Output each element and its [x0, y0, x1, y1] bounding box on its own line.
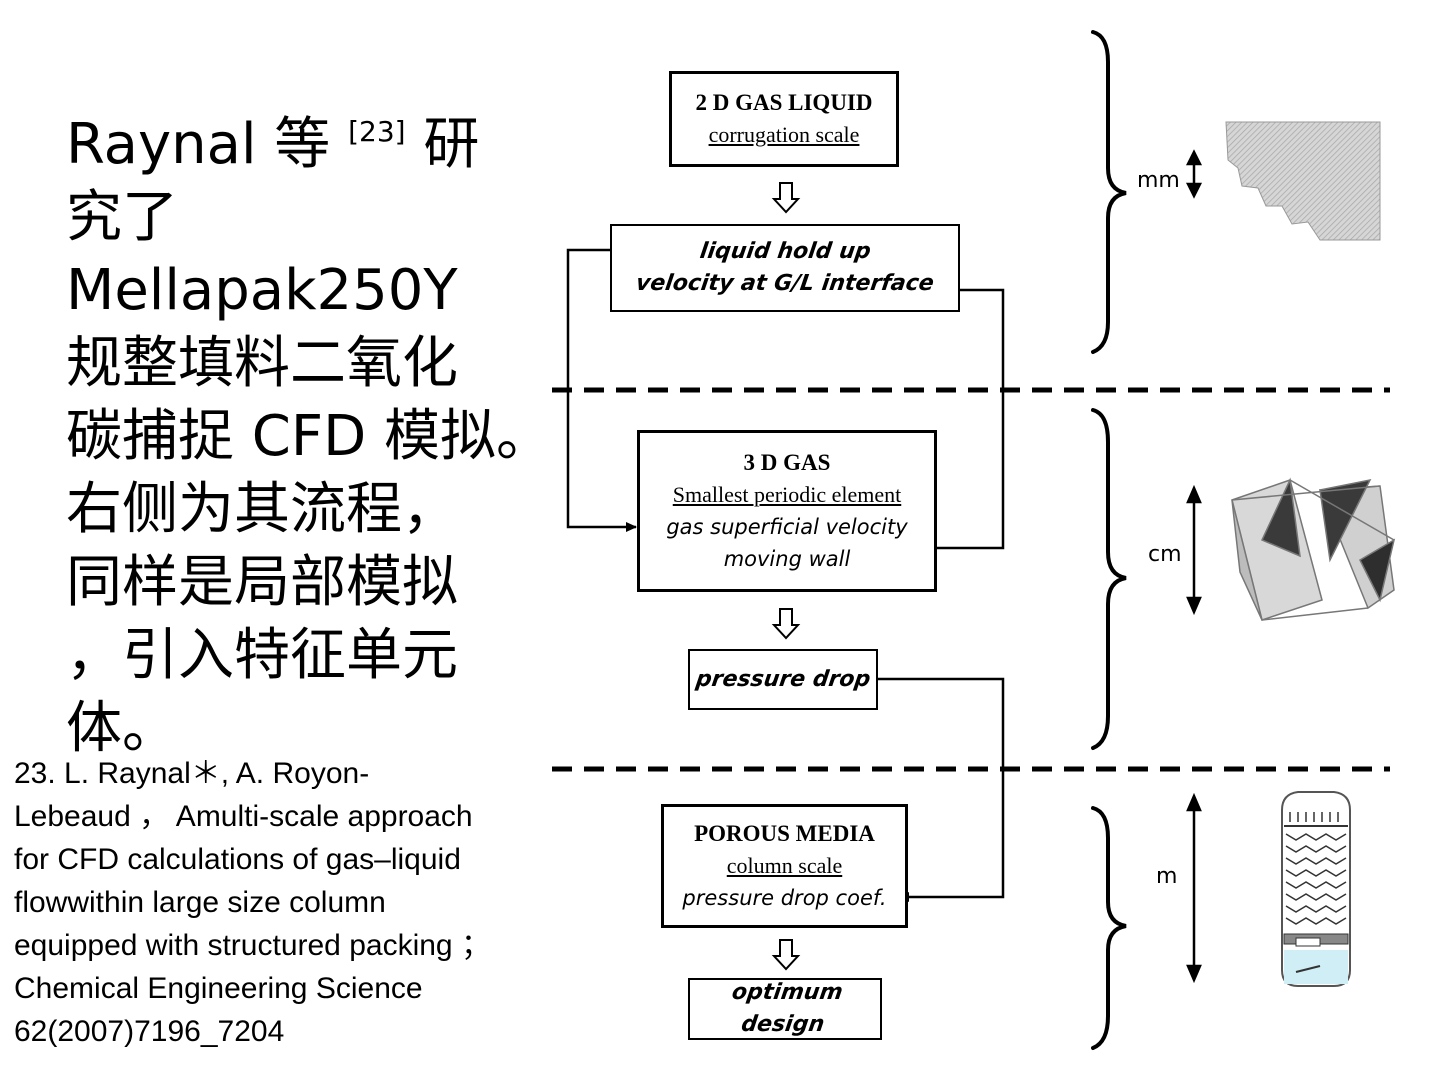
reference-line: Lebeaud ， Amulti-scale approach: [14, 800, 473, 833]
main-line-6: 右侧为其流程，: [66, 477, 458, 542]
scale-label-mm: mm: [1137, 168, 1180, 193]
reference-citation: 23. L. Raynal＊, A. Royon- Lebeaud ， Amul…: [14, 752, 574, 1053]
reference-line: 23. L. Raynal＊, A. Royon-: [14, 757, 370, 790]
box-line: moving wall: [723, 547, 851, 571]
box-line: gas superficial velocity: [666, 515, 908, 539]
box-line: velocity at G/L interface: [634, 271, 936, 296]
scale-label-cm: cm: [1148, 542, 1182, 567]
main-line-5: 碳捕捉 CFD 模拟。: [66, 404, 553, 469]
box-subtitle: column scale: [726, 853, 843, 878]
main-line-1: Raynal 等 [23] 研: [66, 112, 480, 177]
box-3d-gas: 3 D GAS Smallest periodic element gas su…: [637, 430, 937, 592]
reference-line: flowwithin large size column: [14, 886, 386, 919]
box-optimum-design: optimum design: [688, 978, 882, 1040]
connector-pressure-to-porous: [866, 677, 1005, 902]
double-arrow-icon: [1185, 149, 1203, 984]
main-line-2: 究了: [66, 185, 178, 250]
reference-line: for CFD calculations of gas–liquid: [14, 843, 461, 876]
connector-interface-to-3d: [882, 288, 1005, 553]
main-description: Raynal 等 [23] 研 究了 Mellapak250Y 规整填料二氧化 …: [66, 108, 553, 765]
box-porous-media: POROUS MEDIA column scale pressure drop …: [661, 804, 908, 928]
box-subtitle: Smallest periodic element: [672, 482, 902, 507]
box-liquid-holdup: liquid hold up velocity at G/L interface: [610, 224, 960, 312]
box-title: POROUS MEDIA: [694, 821, 875, 846]
box-line: pressure drop coef.: [682, 886, 887, 910]
box-line: liquid hold up: [698, 239, 873, 264]
reference-line: equipped with structured packing ；: [14, 929, 491, 962]
brace-icon: [1091, 30, 1127, 1050]
citation-marker: [23]: [348, 115, 406, 148]
main-line-4: 规整填料二氧化: [66, 331, 458, 396]
corrugation-sheet-icon: [1225, 121, 1381, 241]
main-line-3: Mellapak250Y: [66, 258, 458, 323]
main-line-7: 同样是局部模拟: [66, 550, 458, 615]
box-subtitle: corrugation scale: [708, 122, 860, 147]
packed-column-icon: [1281, 791, 1351, 987]
box-title: 2 D GAS LIQUID: [695, 90, 873, 115]
box-2d-gas-liquid: 2 D GAS LIQUID corrugation scale: [669, 71, 899, 167]
box-line: pressure drop: [694, 666, 872, 692]
reference-line: Chemical Engineering Science: [14, 972, 423, 1005]
box-pressure-drop: pressure drop: [688, 649, 878, 710]
hollow-down-arrow-icon: [771, 182, 801, 971]
box-title: 3 D GAS: [743, 450, 831, 475]
periodic-element-icon: [1231, 477, 1396, 621]
scale-label-m: m: [1156, 864, 1178, 889]
reference-line: 62(2007)7196_7204: [14, 1015, 285, 1048]
box-line: optimum design: [730, 980, 845, 1037]
main-line-8: ，引入特征单元: [66, 623, 458, 688]
main-line-9: 体。: [66, 696, 178, 761]
